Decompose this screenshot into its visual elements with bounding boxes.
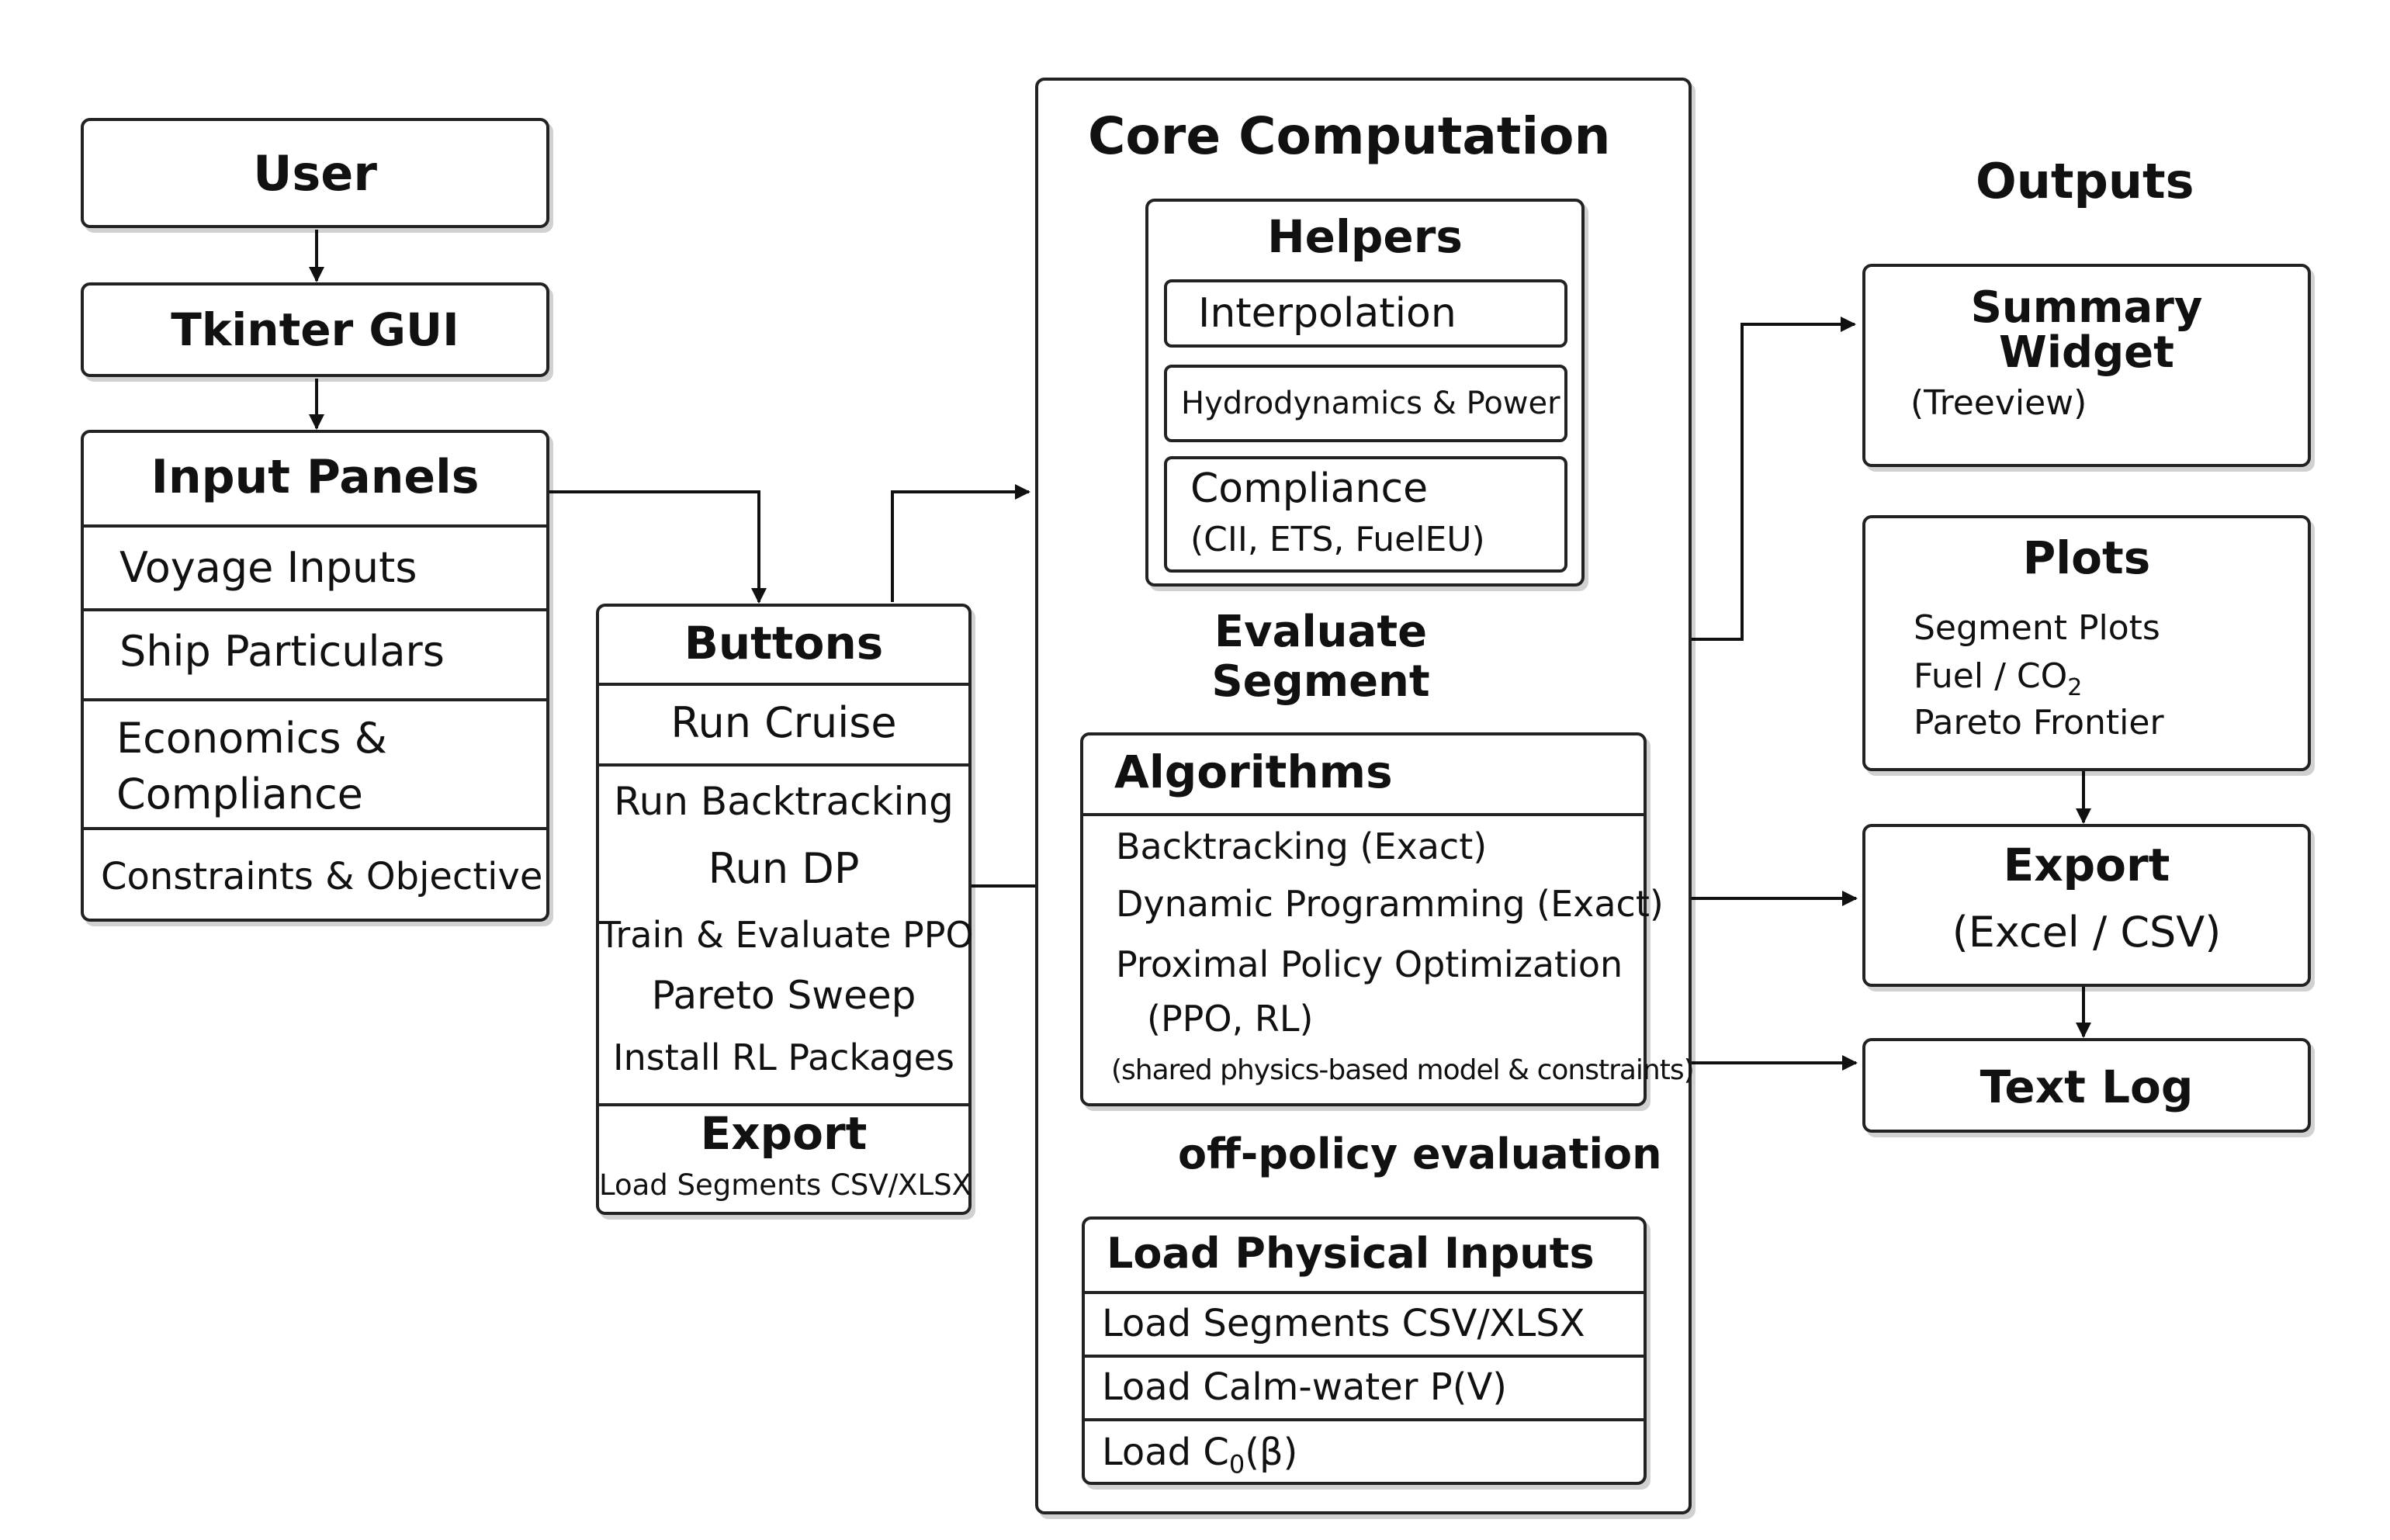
fuel-co2-label: Fuel / CO2 bbox=[1914, 656, 2083, 701]
run-backtracking-button[interactable]: Run Backtracking bbox=[614, 779, 954, 824]
compliance-standards-label: (CII, ETS, FuelEU) bbox=[1190, 520, 1485, 559]
voyage-inputs-label: Voyage Inputs bbox=[120, 543, 417, 592]
load-c0-subscript: 0 bbox=[1228, 1449, 1245, 1479]
input-panels-title: Input Panels bbox=[151, 450, 480, 504]
text-log-title: Text Log bbox=[1980, 1061, 2194, 1113]
arrow-buttons-to-core bbox=[891, 484, 1030, 602]
compliance-helper-box: Compliance (CII, ETS, FuelEU) bbox=[1164, 456, 1567, 573]
plots-box: Plots Segment Plots Fuel / CO2 Pareto Fr… bbox=[1862, 515, 2311, 771]
export-output-title: Export bbox=[2003, 839, 2170, 891]
user-box: User bbox=[81, 118, 549, 228]
run-dp-button[interactable]: Run DP bbox=[708, 844, 860, 893]
input-row-constraints: Constraints & Objective bbox=[84, 827, 546, 922]
interpolation-box: Interpolation bbox=[1164, 279, 1567, 348]
shared-model-note: (shared physics-based model & constraint… bbox=[1111, 1054, 1695, 1086]
algorithms-title: Algorithms bbox=[1114, 746, 1393, 798]
hydrodynamics-label: Hydrodynamics & Power bbox=[1181, 386, 1560, 421]
ppo-rl-label: (PPO, RL) bbox=[1147, 998, 1314, 1040]
ppo-label: Proximal Policy Optimization bbox=[1116, 943, 1623, 985]
pareto-sweep-button[interactable]: Pareto Sweep bbox=[651, 973, 916, 1018]
pareto-frontier-label: Pareto Frontier bbox=[1914, 703, 2164, 742]
algorithms-divider bbox=[1083, 813, 1644, 816]
load-c0-prefix: Load C bbox=[1102, 1431, 1229, 1474]
run-cruise-button[interactable]: Run Cruise bbox=[670, 698, 897, 747]
plots-title: Plots bbox=[2022, 531, 2151, 584]
off-policy-evaluation-label: off-policy evaluation bbox=[1178, 1130, 1662, 1178]
gui-box: Tkinter GUI bbox=[81, 282, 549, 377]
load-physical-inputs-box: Load Physical Inputs Load Segments CSV/X… bbox=[1082, 1216, 1647, 1485]
arrow-core-to-summary bbox=[1692, 317, 1856, 641]
core-title: Core Computation bbox=[1088, 106, 1611, 166]
compliance-label: Compliance bbox=[116, 770, 363, 818]
load-c0-label[interactable]: Load C0(β) bbox=[1102, 1432, 1297, 1479]
buttons-row-export: Export Load Segments CSV/XLSX bbox=[599, 1103, 972, 1215]
arrow-inputs-to-buttons bbox=[549, 490, 767, 604]
load-row-calm-water: Load Calm-water P(V) bbox=[1085, 1355, 1644, 1418]
compliance-helper-label: Compliance bbox=[1190, 465, 1429, 512]
summary-title-line2: Widget bbox=[1999, 327, 2174, 378]
constraints-objective-label: Constraints & Objective bbox=[101, 855, 543, 898]
buttons-row-cruise: Run Cruise bbox=[599, 683, 968, 763]
load-calm-water-label[interactable]: Load Calm-water P(V) bbox=[1102, 1365, 1507, 1409]
helpers-title: Helpers bbox=[1267, 210, 1463, 263]
segment-plots-label: Segment Plots bbox=[1914, 608, 2160, 648]
buttons-title: Buttons bbox=[684, 617, 884, 670]
algorithms-box: Algorithms Backtracking (Exact) Dynamic … bbox=[1080, 732, 1695, 1106]
gui-title: Tkinter GUI bbox=[171, 303, 459, 356]
input-row-ship: Ship Particulars bbox=[84, 608, 546, 698]
excel-csv-label: (Excel / CSV) bbox=[1952, 908, 2222, 957]
evaluate-segment-line1: Evaluate bbox=[1214, 607, 1428, 657]
load-segments-label[interactable]: Load Segments CSV/XLSX bbox=[1102, 1302, 1585, 1345]
export-output-box: Export (Excel / CSV) bbox=[1862, 824, 2311, 987]
user-title: User bbox=[253, 145, 377, 202]
load-c0-suffix: (β) bbox=[1245, 1431, 1298, 1474]
ship-particulars-label: Ship Particulars bbox=[120, 627, 445, 676]
hydrodynamics-box: Hydrodynamics & Power bbox=[1164, 365, 1567, 442]
summary-title-line1: Summary bbox=[1970, 282, 2203, 333]
load-row-segments: Load Segments CSV/XLSX bbox=[1085, 1291, 1644, 1355]
summary-widget-box: Summary Widget (Treeview) bbox=[1862, 264, 2311, 467]
load-row-c0: Load C0(β) bbox=[1085, 1418, 1644, 1485]
economics-label: Economics & bbox=[116, 714, 387, 763]
input-row-voyage: Voyage Inputs bbox=[84, 524, 546, 608]
buttons-load-segments-label[interactable]: Load Segments CSV/XLSX bbox=[599, 1168, 972, 1202]
fuel-co2-text: Fuel / CO bbox=[1914, 656, 2068, 696]
text-log-box: Text Log bbox=[1862, 1038, 2311, 1133]
train-evaluate-ppo-button[interactable]: Train & Evaluate PPO bbox=[599, 914, 974, 956]
interpolation-label: Interpolation bbox=[1198, 290, 1457, 337]
input-row-economics: Economics & Compliance bbox=[84, 698, 546, 827]
backtracking-exact-label: Backtracking (Exact) bbox=[1116, 825, 1488, 867]
co2-subscript: 2 bbox=[2067, 673, 2083, 701]
buttons-row-group: Run Backtracking Run DP Train & Evaluate… bbox=[599, 763, 974, 1103]
buttons-export-title[interactable]: Export bbox=[700, 1107, 868, 1160]
load-physical-inputs-title: Load Physical Inputs bbox=[1107, 1229, 1595, 1278]
outputs-title: Outputs bbox=[1976, 153, 2194, 209]
buttons-box: Buttons Run Cruise Run Backtracking Run … bbox=[596, 604, 974, 1215]
evaluate-segment-line2: Segment bbox=[1211, 656, 1430, 707]
dynamic-programming-label: Dynamic Programming (Exact) bbox=[1116, 883, 1664, 925]
install-rl-packages-button[interactable]: Install RL Packages bbox=[613, 1036, 954, 1078]
treeview-label: (Treeview) bbox=[1910, 383, 2087, 423]
input-panels-box: Input Panels Voyage Inputs Ship Particul… bbox=[81, 430, 549, 922]
